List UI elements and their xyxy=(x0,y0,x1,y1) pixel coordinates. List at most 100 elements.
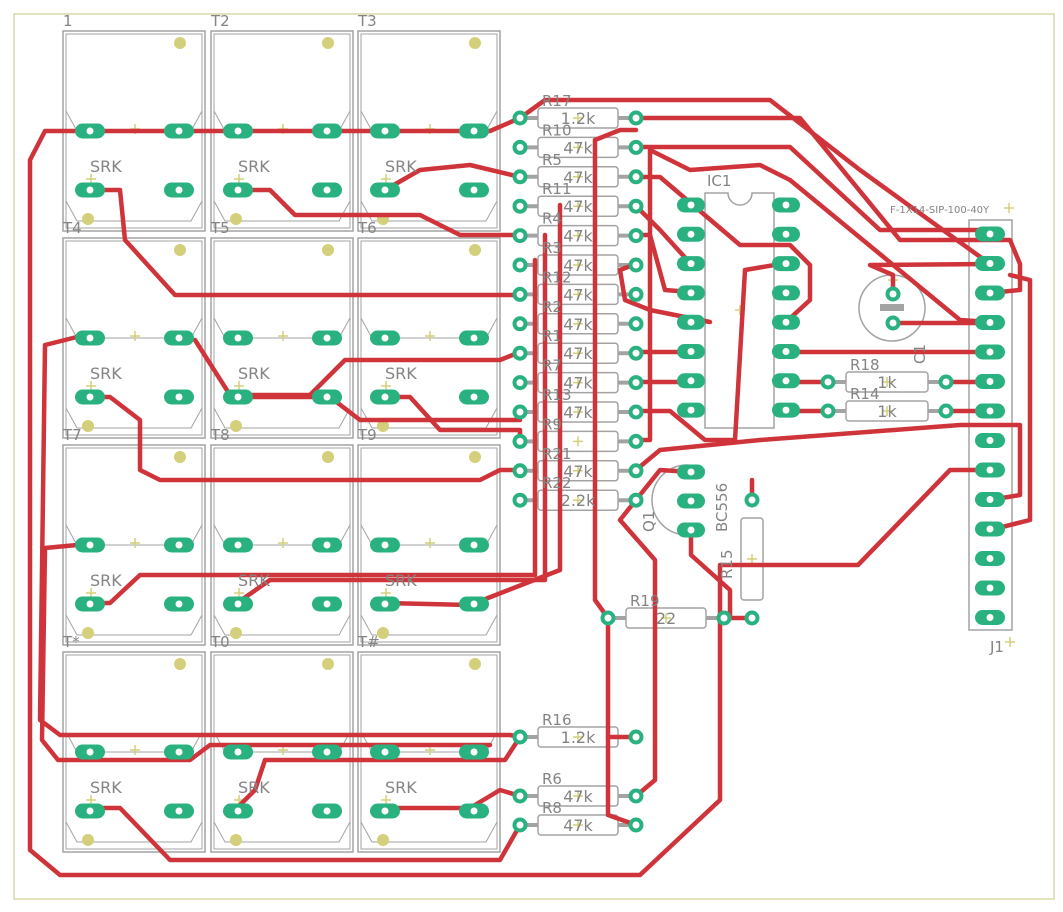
drill-hole xyxy=(748,614,756,622)
origin-mark xyxy=(882,406,892,416)
drill-hole xyxy=(86,541,94,549)
origin-mark xyxy=(573,348,583,359)
drill-hole xyxy=(234,807,242,815)
switch-bevel-top xyxy=(213,524,351,546)
switch-outline xyxy=(210,444,354,646)
trace-27 xyxy=(633,260,789,443)
origin-mark xyxy=(573,142,583,153)
trace-28 xyxy=(633,422,1023,503)
drill-hole xyxy=(986,614,994,621)
trace-9 xyxy=(87,394,523,483)
resistor-value-label: 47k xyxy=(563,197,593,216)
origin-mark xyxy=(573,465,583,476)
drill-hole xyxy=(381,748,389,756)
origin-mark xyxy=(573,820,583,830)
drill-hole xyxy=(632,496,640,504)
resistor-value-label: 2.2k xyxy=(561,491,596,510)
drill-hole xyxy=(175,334,183,342)
drill-hole xyxy=(323,807,331,815)
resistor-ref-label: R16 xyxy=(542,711,572,729)
switch-origin-mark xyxy=(234,174,244,184)
resistor-value-label: 47k xyxy=(563,285,593,304)
origin-mark xyxy=(573,436,583,447)
drill-hole xyxy=(516,290,524,298)
switch-bevel-top xyxy=(65,524,203,546)
switch-ref-label: T8 xyxy=(210,426,230,444)
switch-origin-mark xyxy=(130,331,140,341)
resistor-ref-label: R12 xyxy=(542,268,572,286)
drill-hole xyxy=(986,230,994,238)
switch-srk-label: SRK xyxy=(385,157,417,176)
switch-bevel-bottom xyxy=(65,614,203,636)
switch-bevel-bottom xyxy=(213,407,351,429)
resistor-value-label: 47k xyxy=(563,256,593,275)
resistor-ref-label: R10 xyxy=(542,121,572,139)
drill-hole xyxy=(234,600,242,608)
trace-1 xyxy=(27,128,993,878)
drill-hole xyxy=(889,290,897,298)
switch-srk-label: SRK xyxy=(385,364,417,383)
capacitor-plate xyxy=(880,304,904,311)
trace-11 xyxy=(382,394,523,443)
drill-hole xyxy=(687,260,695,268)
drill-hole xyxy=(687,318,695,326)
switch-bevel-bottom xyxy=(65,200,203,222)
trace-30 xyxy=(633,147,993,443)
mounting-hole xyxy=(174,37,186,49)
drill-hole xyxy=(942,407,950,415)
drill-hole xyxy=(632,733,640,741)
switch-srk-label: SRK xyxy=(238,778,270,797)
drill-hole xyxy=(234,334,242,342)
drill-hole xyxy=(516,232,524,240)
switch-outline xyxy=(357,651,501,853)
switch-bevel-top xyxy=(213,317,351,339)
drill-hole xyxy=(516,437,524,445)
drill-hole xyxy=(516,349,524,357)
drill-hole xyxy=(175,186,183,194)
mounting-hole xyxy=(82,213,94,225)
drill-hole xyxy=(516,792,524,800)
drill-hole xyxy=(381,127,389,135)
switch-outline xyxy=(210,237,354,439)
resistor-ref-label: R11 xyxy=(542,180,572,198)
drill-hole xyxy=(824,407,832,415)
drill-hole xyxy=(632,173,640,181)
trace-41 xyxy=(617,497,658,799)
trace-17 xyxy=(234,734,523,811)
drill-hole xyxy=(687,289,695,297)
resistor-ref-label: R19 xyxy=(630,592,660,610)
drill-hole xyxy=(516,261,524,269)
resistor-value-label: 47k xyxy=(563,816,593,835)
origin-mark xyxy=(573,791,583,801)
resistor-value-label: 47k xyxy=(563,168,593,187)
drill-hole xyxy=(604,614,612,622)
mounting-hole xyxy=(469,37,481,49)
mounting-hole xyxy=(322,37,334,49)
origin-mark xyxy=(573,171,583,182)
drill-hole xyxy=(175,541,183,549)
trace-3 xyxy=(517,97,993,267)
drill-hole xyxy=(86,600,94,608)
drill-hole xyxy=(824,378,832,386)
drill-hole xyxy=(470,541,478,549)
switch-inner-outline xyxy=(360,240,498,436)
switch-origin-mark xyxy=(381,588,391,598)
drill-hole xyxy=(86,807,94,815)
drill-hole xyxy=(986,496,994,503)
mounting-hole xyxy=(469,658,481,670)
switch-srk-label: SRK xyxy=(238,571,270,590)
drill-hole xyxy=(632,143,640,151)
switch-outline xyxy=(210,651,354,853)
trace-21 xyxy=(633,174,813,325)
origin-mark xyxy=(573,201,583,212)
resistor-ref-label: R7 xyxy=(542,357,562,375)
drill-hole xyxy=(632,408,640,416)
switch-origin-mark xyxy=(130,745,140,755)
mounting-hole xyxy=(469,451,481,463)
drill-hole xyxy=(687,230,695,238)
drill-hole xyxy=(687,348,695,355)
drill-hole xyxy=(986,260,994,267)
origin-mark xyxy=(573,230,583,241)
drill-hole xyxy=(782,318,790,326)
trace-6 xyxy=(382,162,523,193)
